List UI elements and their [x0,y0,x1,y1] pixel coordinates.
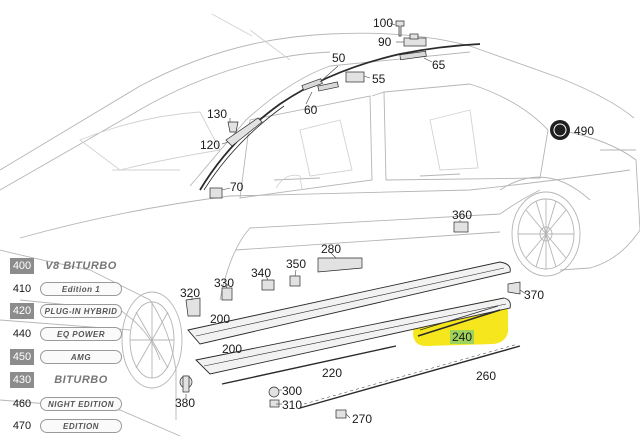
badge-amg: AMG [40,350,122,364]
callout-200-upper[interactable]: 200 [210,312,231,326]
badge-plug-in-hybrid: PLUG-IN HYBRID [40,304,122,318]
callout-370[interactable]: 370 [524,288,545,302]
leader-lines [185,22,527,419]
legend-num-420[interactable]: 420 [10,303,34,319]
callout-270[interactable]: 270 [352,412,373,426]
legend-num-470[interactable]: 470 [12,420,32,432]
callout-240[interactable]: 240 [450,330,475,344]
legend-num-440[interactable]: 440 [12,328,32,340]
callout-55[interactable]: 55 [372,72,386,86]
callout-330[interactable]: 330 [214,276,235,290]
callout-260[interactable]: 260 [476,369,497,383]
callout-65[interactable]: 65 [432,58,446,72]
callout-200-lower[interactable]: 200 [222,342,243,356]
callout-360[interactable]: 360 [452,208,473,222]
legend-num-460[interactable]: 460 [12,398,32,410]
side-mouldings [187,261,521,409]
callout-280[interactable]: 280 [321,242,342,256]
callout-90[interactable]: 90 [378,35,392,49]
callout-320[interactable]: 320 [180,286,201,300]
emblem-490 [550,120,570,140]
badge-v8-biturbo: V8 BITURBO [45,260,117,272]
callout-100[interactable]: 100 [373,16,394,30]
callout-130[interactable]: 130 [207,107,228,121]
callout-490[interactable]: 490 [574,124,595,138]
callout-220[interactable]: 220 [322,366,343,380]
callout-60[interactable]: 60 [304,103,318,117]
callout-120[interactable]: 120 [200,138,221,152]
front-wheel [121,291,183,389]
legend-num-430[interactable]: 430 [10,372,34,388]
fasteners [179,20,521,419]
badge-edition: EDITION [40,419,122,433]
rear-wheel [499,176,591,277]
callout-50[interactable]: 50 [332,51,346,65]
callout-70[interactable]: 70 [230,180,244,194]
legend-num-410[interactable]: 410 [12,283,32,295]
callout-300[interactable]: 300 [282,384,303,398]
badge-edition-1: Edition 1 [40,282,122,296]
badge-eq-power: EQ POWER [40,327,122,341]
badge-biturbo: BITURBO [54,374,108,386]
callout-310[interactable]: 310 [282,398,303,412]
callout-350[interactable]: 350 [286,257,307,271]
badge-night-edition: NIGHT EDITION [40,397,122,411]
legend-num-450[interactable]: 450 [10,349,34,365]
callout-380[interactable]: 380 [175,396,196,410]
callout-340[interactable]: 340 [251,266,272,280]
legend-num-400[interactable]: 400 [10,258,34,274]
